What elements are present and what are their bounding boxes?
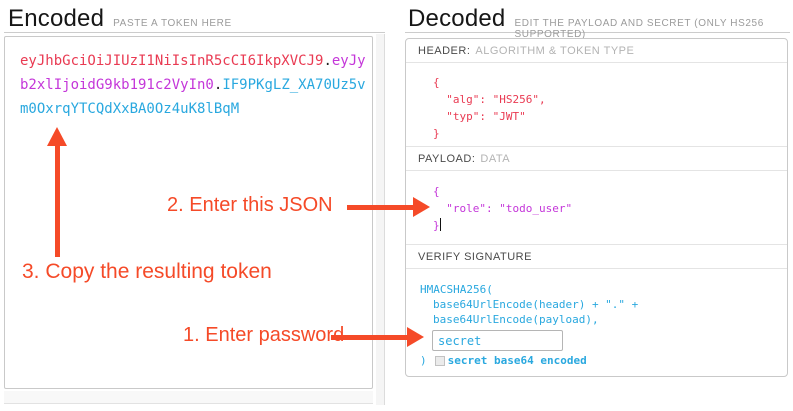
token-separator-1: . [323, 53, 332, 69]
secret-base64-label: secret base64 encoded [447, 354, 587, 367]
column-divider [376, 34, 385, 405]
header-json-line: "alg": "HS256", [433, 93, 546, 106]
token-signature-segment: IF9PKgLZ_XA70Uz5vm0OxrqYTCQdXxBA0Oz4uK8l… [20, 77, 366, 117]
hmac-function-line: HMACSHA256( [420, 283, 493, 296]
secret-base64-checkbox[interactable] [434, 355, 445, 366]
decoded-panel-box: HEADER: ALGORITHM & TOKEN TYPE { "alg": … [405, 38, 788, 377]
decoded-header: Decoded EDIT THE PAYLOAD AND SECRET (ONL… [405, 0, 790, 40]
encode-payload-line: base64UrlEncode(payload), [433, 313, 599, 326]
decoded-subtitle: EDIT THE PAYLOAD AND SECRET (ONLY HS256 … [514, 18, 764, 40]
annotation-arrow-right-icon [413, 197, 430, 217]
payload-json-line: } [433, 218, 441, 232]
header-section-label-detail: ALGORITHM & TOKEN TYPE [475, 44, 635, 57]
annotation-step1: 1. Enter password [183, 324, 345, 346]
header-json-line: "typ": "JWT" [433, 110, 526, 123]
decoded-title: Decoded [408, 5, 506, 32]
payload-section-label-detail: DATA [480, 152, 511, 165]
header-json-line: } [433, 127, 440, 140]
encoded-token-editor[interactable]: eyJhbGciOiJIUzI1NiIsInR5cCI6IkpXVCJ9.eyJ… [4, 36, 373, 389]
encoded-subtitle: PASTE A TOKEN HERE [113, 18, 232, 29]
annotation-arrow-right-shaft [347, 205, 413, 210]
annotation-arrow-up-shaft [55, 145, 60, 257]
jwt-token-text: eyJhbGciOiJIUzI1NiIsInR5cCI6IkpXVCJ9.eyJ… [20, 49, 372, 121]
header-section-label: HEADER: [418, 44, 471, 57]
annotation-step2: 2. Enter this JSON [167, 194, 333, 216]
secret-input[interactable] [432, 330, 563, 351]
encoded-header: Encoded PASTE A TOKEN HERE [4, 0, 385, 33]
payload-json-line: "role": "todo_user" [433, 202, 573, 215]
payload-json-line: { [433, 185, 440, 198]
annotation-arrow-right-icon [407, 327, 424, 347]
encode-header-line: base64UrlEncode(header) + "." + [433, 298, 639, 311]
signature-section-bar: VERIFY SIGNATURE [406, 245, 787, 269]
signature-code-area: HMACSHA256( base64UrlEncode(header) + ".… [406, 269, 787, 376]
header-json-editor[interactable]: { "alg": "HS256", "typ": "JWT" } [406, 63, 787, 147]
base64-option-row: ) secret base64 encoded [420, 353, 787, 368]
token-separator-2: . [213, 77, 223, 93]
payload-section-label: PAYLOAD: [418, 152, 476, 165]
header-section-bar: HEADER: ALGORITHM & TOKEN TYPE [406, 39, 787, 63]
annotation-step3: 3. Copy the resulting token [22, 260, 272, 283]
token-header-segment: eyJhbGciOiJIUzI1NiIsInR5cCI6IkpXVCJ9 [20, 53, 324, 69]
editor-scrollbar-track [4, 391, 373, 404]
signature-section-label: VERIFY SIGNATURE [418, 250, 532, 263]
payload-json-editor[interactable]: { "role": "todo_user" } [406, 171, 787, 245]
annotation-arrow-right-shaft [331, 335, 407, 340]
annotation-arrow-up-icon [47, 127, 67, 146]
header-json-line: { [433, 76, 440, 89]
payload-section-bar: PAYLOAD: DATA [406, 147, 787, 171]
closing-paren: ) [420, 354, 427, 367]
encoded-title: Encoded [8, 5, 105, 32]
token-payload-segment: eyJyb2xlIjoidG9kb191c2VyIn0 [20, 53, 366, 93]
text-cursor [439, 218, 441, 231]
